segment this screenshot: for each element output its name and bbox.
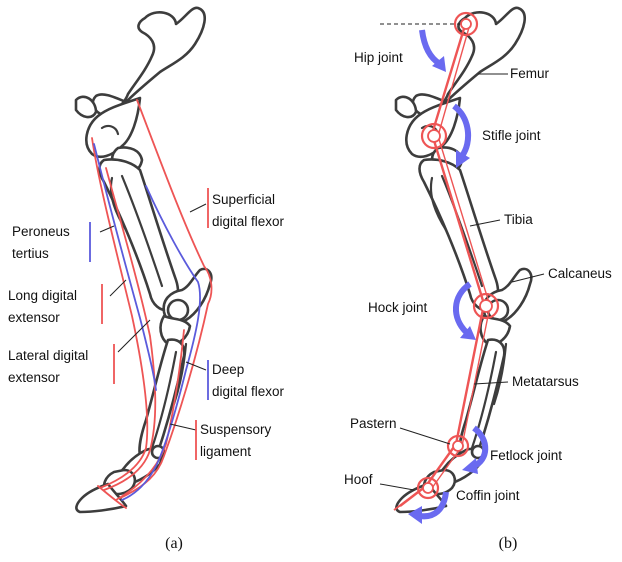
label-coffin-joint: Coffin joint	[456, 488, 520, 503]
label-hoof: Hoof	[344, 472, 373, 487]
panel-a-leg-bones	[76, 8, 211, 512]
label-lateral-digital-extensor: Lateral digital extensor	[8, 348, 92, 385]
label-peroneus-tertius: Peroneus tertius	[12, 224, 74, 261]
label-suspensory-ligament: Suspensory ligament	[200, 422, 275, 459]
label-femur: Femur	[510, 66, 550, 81]
label-hock-joint: Hock joint	[368, 300, 428, 315]
label-tibia: Tibia	[504, 212, 533, 227]
panel-b: Hip joint Femur Stifle joint Tibia Calca…	[344, 8, 612, 552]
label-metatarsus: Metatarsus	[512, 374, 579, 389]
label-calcaneus: Calcaneus	[548, 266, 612, 281]
label-deep-digital-flexor: Deep digital flexor	[212, 362, 285, 399]
label-stifle-joint: Stifle joint	[482, 128, 541, 143]
caption-b: (b)	[499, 535, 518, 552]
label-pastern: Pastern	[350, 416, 397, 431]
hip-rotation-arrow	[422, 30, 440, 64]
panel-a: Superficial digital flexor Peroneus tert…	[8, 8, 285, 552]
label-long-digital-extensor: Long digital extensor	[8, 288, 81, 325]
label-hip-joint: Hip joint	[354, 50, 403, 65]
label-superficial-digital-flexor: Superficial digital flexor	[212, 192, 285, 229]
caption-a: (a)	[165, 535, 183, 552]
label-fetlock-joint: Fetlock joint	[490, 448, 562, 463]
